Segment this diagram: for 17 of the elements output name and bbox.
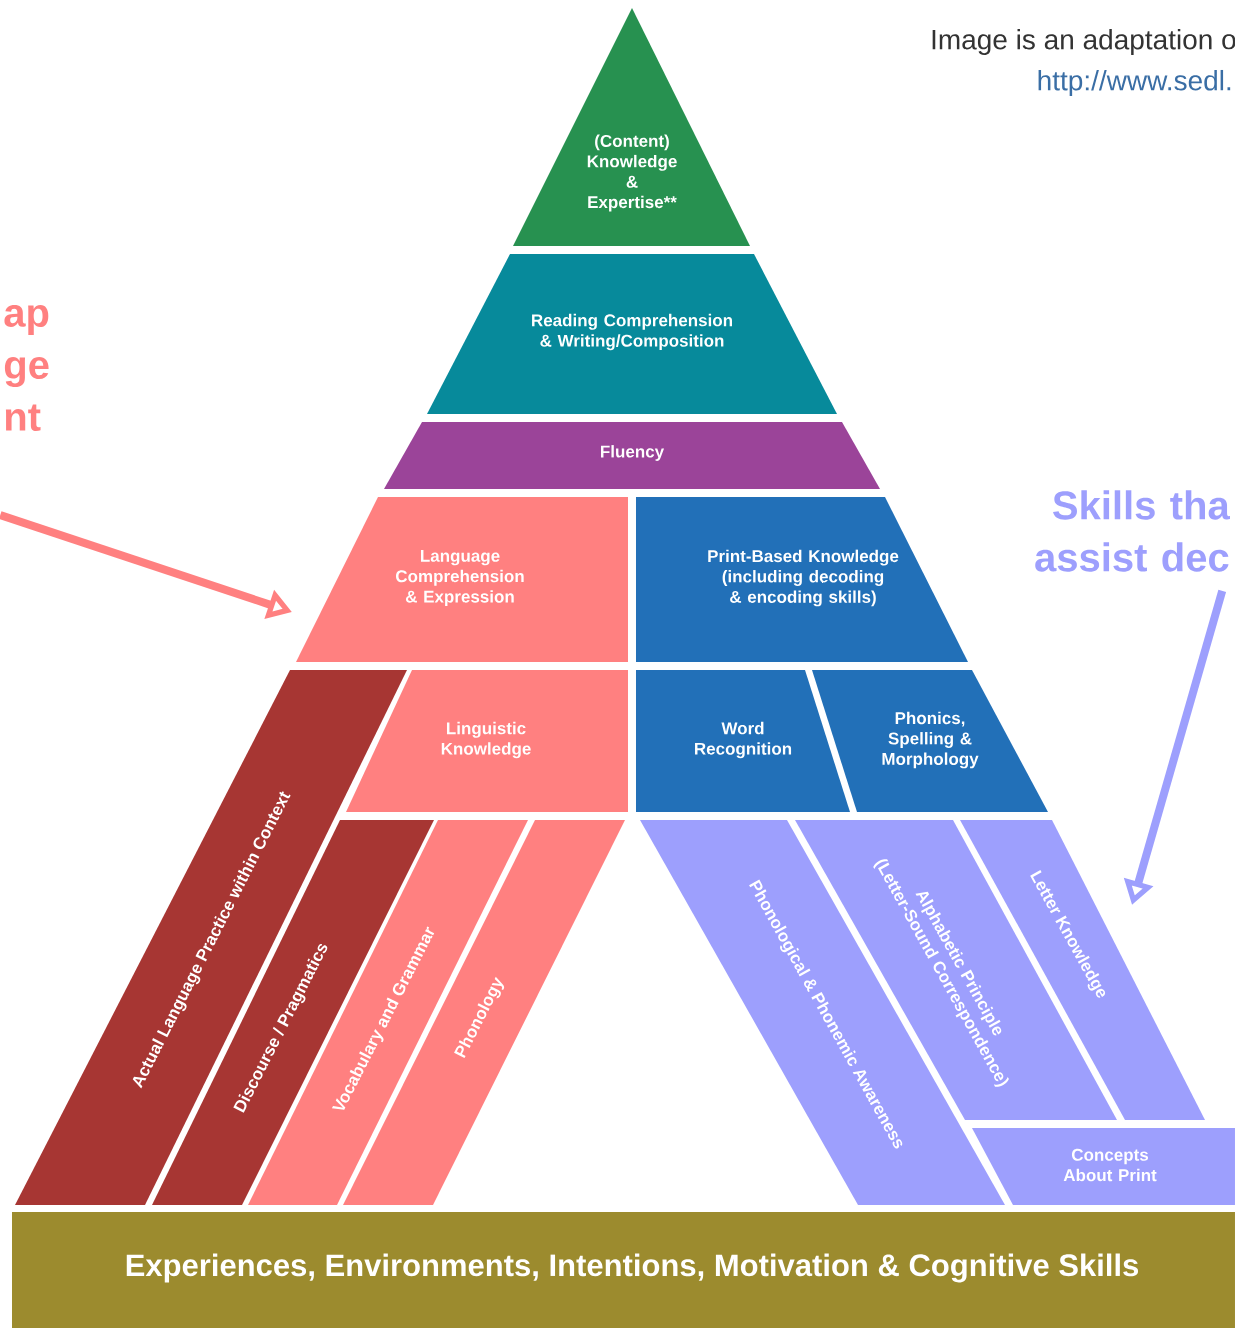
node-label: Concepts About Print (1063, 1148, 1157, 1182)
pyramid-block: Word Recognition (636, 670, 850, 812)
node-label: Phonics, Spelling & Morphology (882, 711, 979, 769)
callout-heading: ap ge nt (4, 305, 49, 431)
pyramid-block: Language Comprehension & Expression (296, 497, 628, 662)
node-label: Word Recognition (695, 721, 792, 759)
pyramid-tier: Fluency (384, 422, 880, 489)
pyramid-block: Concepts About Print (972, 1128, 1235, 1205)
pyramid-tier: Reading Comprehension & Writing/Composition (427, 254, 837, 414)
callout-heading: Skills tha assist dec (1035, 490, 1230, 572)
pyramid-apex: (Content) Knowledge & Expertise** (513, 8, 750, 246)
credit-note: Image is an adaptation o (932, 28, 1235, 56)
pyramid-block: Linguistic Knowledge (346, 670, 628, 812)
pyramid-block: Print-Based Knowledge (including decoding & encoding skills) (636, 497, 968, 662)
base-band: Experiences, Environments, Intentions, Motivation & Cognitive Skills (12, 1212, 1235, 1328)
web-link: http://www.sedl. (1038, 69, 1231, 97)
pyramid-block: Phonics, Spelling & Morphology (812, 670, 1048, 812)
